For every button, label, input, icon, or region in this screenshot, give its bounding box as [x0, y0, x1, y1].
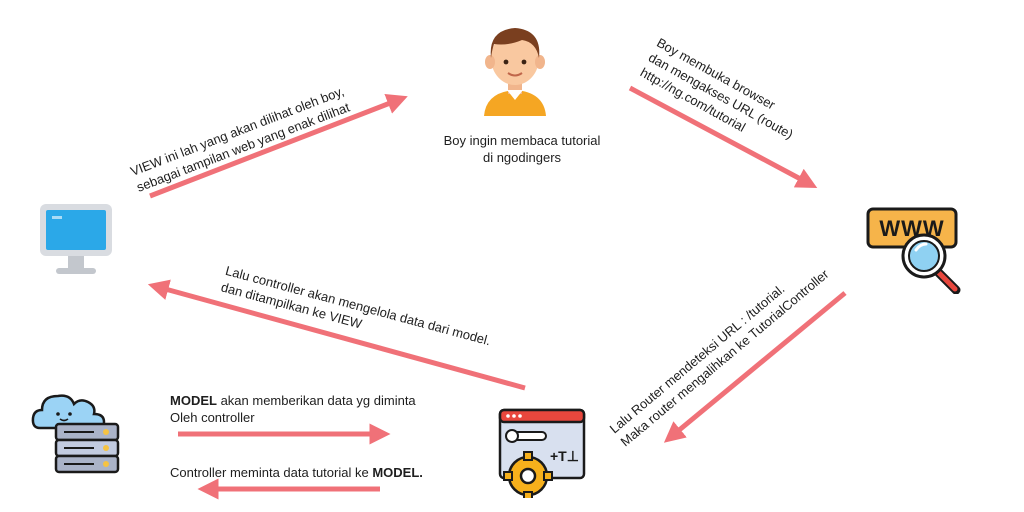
controller-ask-caption: Controller meminta data tutorial ke MODE…	[170, 464, 423, 481]
controller-ask-text: Controller meminta data tutorial ke	[170, 465, 373, 480]
user-caption: Boy ingin membaca tutorial di ngodingers	[432, 132, 612, 166]
model-keyword: MODEL	[170, 393, 217, 408]
cloud-server-icon	[31, 394, 120, 474]
settings-gear-wrench-icon: +T⊥	[498, 408, 586, 498]
model-give-line-2: Oleh controller	[170, 410, 255, 425]
person-avatar-icon	[484, 28, 546, 116]
model-give-text: akan memberikan data yg diminta	[216, 393, 416, 408]
model-give-caption: MODEL akan memberikan data yg diminta Ol…	[170, 392, 416, 426]
arrow-browser-to-controller	[663, 291, 847, 443]
user-caption-line-2: di ngodingers	[482, 150, 562, 165]
computer-monitor-icon	[40, 204, 112, 274]
svg-text:+T⊥: +T⊥	[550, 448, 579, 464]
www-search-icon: WWW	[866, 207, 961, 294]
arrow-view-to-user	[149, 93, 408, 199]
arrow-controller-to-view	[147, 279, 526, 391]
user-caption-line-1: Boy ingin membaca tutorial	[443, 133, 601, 148]
arrow-user-to-browser	[628, 85, 818, 188]
model-keyword-2: MODEL.	[372, 465, 423, 480]
